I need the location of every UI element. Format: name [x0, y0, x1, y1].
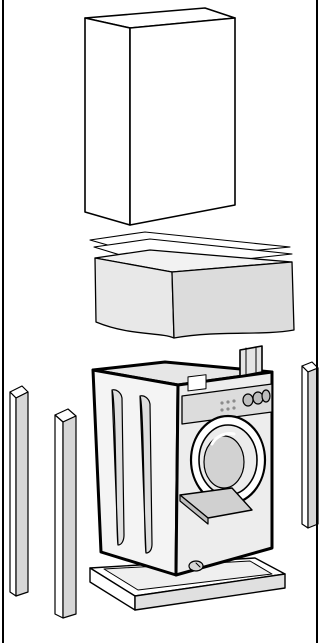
left-corner-post-1 [10, 386, 28, 596]
rear-bracket [240, 346, 262, 376]
washing-machine [93, 362, 272, 575]
right-corner-post [302, 362, 318, 528]
left-corner-post-2 [55, 409, 76, 618]
top-foam-cap [95, 250, 294, 338]
carton-box [85, 8, 235, 225]
